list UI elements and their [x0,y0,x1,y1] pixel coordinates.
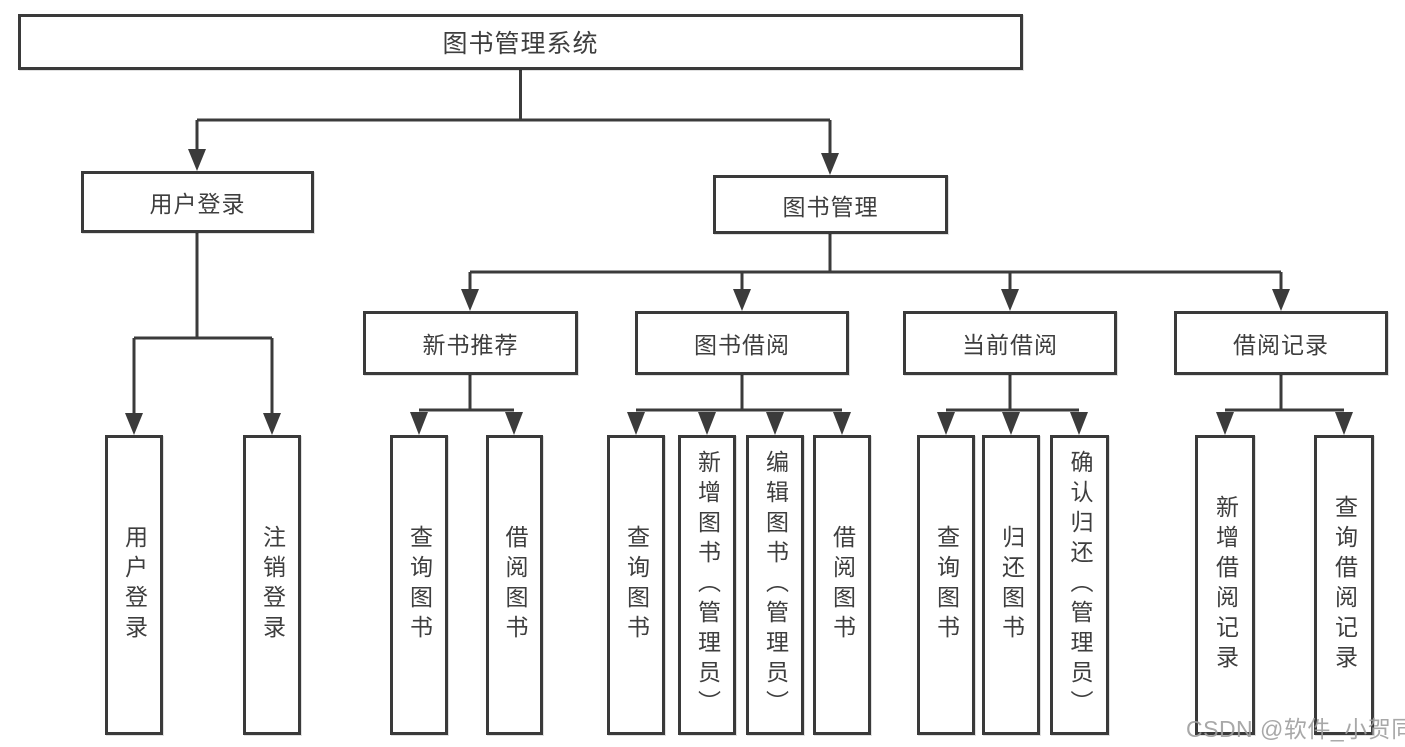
connector-root [188,70,839,175]
node-nb-borrow: 借阅图书 [486,435,543,735]
node-c-confirm: 确认归还（管理员） [1050,435,1109,735]
connector-book-mgmt [461,234,1290,311]
node-new-books: 新书推荐 [363,311,578,375]
node-borrowing: 图书借阅 [635,311,849,375]
node-borrow-records: 借阅记录 [1174,311,1388,375]
node-c-query: 查询图书 [917,435,975,735]
node-b-query: 查询图书 [607,435,665,735]
connector-borrow-records [1216,375,1353,435]
node-root: 图书管理系统 [18,14,1023,70]
node-book-mgmt: 图书管理 [713,175,948,234]
node-current-borrow: 当前借阅 [903,311,1117,375]
node-login: 用户登录 [105,435,163,735]
connector-current-borrow [937,375,1088,435]
node-b-edit: 编辑图书（管理员） [746,435,804,735]
connector-borrowing [627,375,851,435]
connector-new-books [410,375,523,435]
node-r-query: 查询借阅记录 [1314,435,1374,735]
csdn-watermark: CSDN @软件_小贺同学 [1186,716,1405,742]
node-b-borrow: 借阅图书 [813,435,871,735]
node-user-login: 用户登录 [81,171,314,233]
node-c-return: 归还图书 [982,435,1040,735]
node-logout: 注销登录 [243,435,301,735]
connector-user-login [125,233,281,435]
node-b-add: 新增图书（管理员） [678,435,736,735]
node-nb-query: 查询图书 [390,435,448,735]
node-r-add: 新增借阅记录 [1195,435,1255,735]
